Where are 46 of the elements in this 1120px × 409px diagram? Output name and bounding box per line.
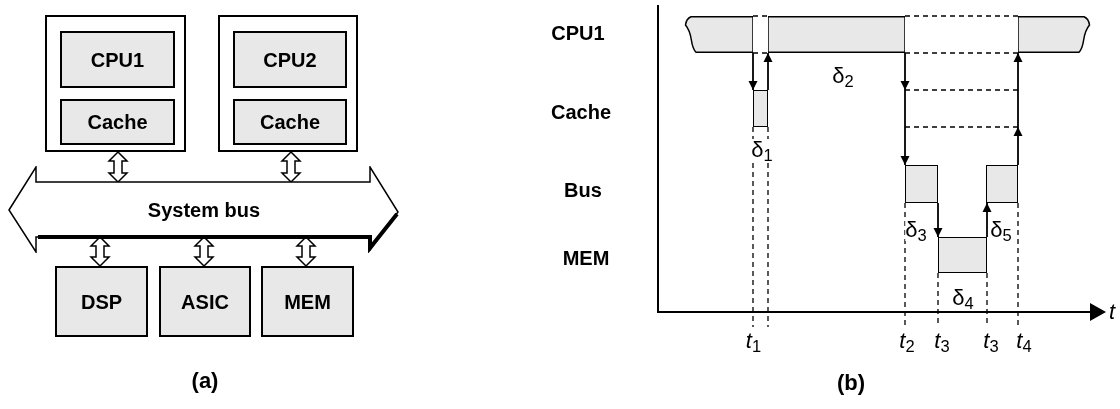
cpu-box: CPU1 (60, 31, 175, 88)
row-label: Cache (551, 102, 611, 122)
arrow (763, 52, 773, 91)
time-label: t$_{4}$ (1009, 327, 1039, 355)
panel-label: (b) (836, 372, 866, 394)
cache-busy-box (753, 90, 768, 127)
cache-box: Cache (60, 99, 175, 145)
time-guide-line (1017, 202, 1019, 328)
time-guide-line (904, 202, 906, 328)
time-guide-line (752, 126, 754, 328)
memory-busy-box (938, 237, 987, 273)
cpu-busy-bar (684, 16, 753, 53)
delay-label: δ$_{3}$ (905, 219, 927, 241)
cpu-box: CPU2 (233, 31, 347, 88)
delay-label: δ$_{2}$ (832, 65, 854, 87)
delay-label: δ$_{4}$ (952, 287, 974, 309)
row-label: Bus (564, 180, 602, 200)
bidirectional-bus-arrow (280, 150, 302, 184)
time-label: t$_{2}$ (892, 327, 922, 355)
processor-module (218, 15, 358, 152)
device-box: MEM (261, 266, 354, 337)
arrow (900, 52, 910, 166)
cpu-busy-bar (1018, 16, 1091, 53)
axis-label: t (1108, 301, 1116, 323)
time-label: t$_{3}$ (976, 327, 1006, 355)
processor-module (45, 15, 186, 152)
device-box: ASIC (159, 266, 251, 337)
time-label: t$_{1}$ (742, 327, 765, 355)
device-box: DSP (55, 266, 148, 337)
arrow (933, 202, 943, 238)
arrow (748, 52, 758, 91)
delay-label: δ$_{1}$ (751, 139, 773, 161)
row-label: CPU1 (551, 23, 605, 43)
bus-busy-box (986, 165, 1018, 203)
cpu-busy-bar (768, 16, 905, 53)
time-guide-line (767, 126, 769, 328)
bidirectional-bus-arrow (107, 150, 129, 184)
row-label: MEM (562, 248, 610, 268)
system-bus-arrow: System bus (8, 166, 400, 253)
arrow (982, 202, 992, 238)
cache-box: Cache (233, 99, 347, 145)
panel-label: (a) (191, 370, 219, 392)
arrow (1013, 52, 1023, 166)
bus-busy-box (905, 165, 938, 203)
time-label: t$_{3}$ (927, 327, 957, 355)
delay-label: δ$_{5}$ (990, 219, 1012, 241)
